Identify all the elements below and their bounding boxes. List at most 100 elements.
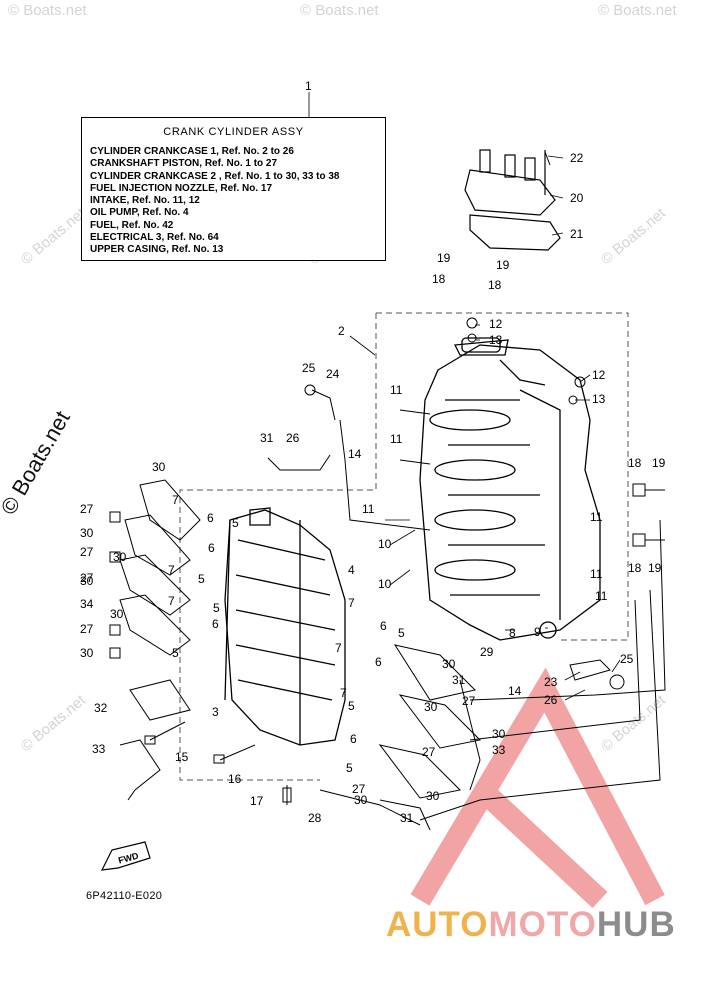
callout-5-f: 5 [348,699,355,713]
assembly-title: CRANK CYLINDER ASSY [163,126,304,138]
callout-5-b: 5 [198,572,205,586]
legend-line: OIL PUMP, Ref. No. 4 [90,207,189,219]
legend-line: CYLINDER CRANKCASE 1, Ref. No. 2 to 26 [90,146,294,157]
callout-33-b: 33 [492,743,506,757]
callout-5-d: 5 [172,646,179,660]
callout-6-e: 6 [375,655,382,669]
callout-9: 9 [534,625,541,639]
callout-31: 31 [260,431,274,445]
callout-30-b: 30 [80,526,94,540]
callout-11-d: 11 [590,567,603,581]
callout-19: 19 [437,251,451,265]
watermark-top-right: © Boats.net [598,2,677,19]
forward-direction-icon: FWD [100,841,151,871]
callout-32: 32 [94,701,108,715]
callout-29: 29 [480,645,494,659]
legend-line: FUEL, Ref. No. 42 [90,219,174,231]
callout-11-e: 11 [390,432,403,446]
callout-7-e: 7 [335,641,342,655]
callout-21: 21 [570,227,584,241]
callout-3: 3 [212,705,219,719]
callout-27-f: 27 [422,745,436,759]
callout-30-c: 30 [113,550,127,564]
legend-line: UPPER CASING, Ref. No. 13 [90,244,224,256]
callout-30-d: 30 [80,574,94,588]
callout-27-g: 27 [352,782,366,796]
brand-wordmark: AUTOMOTOHUB [386,905,676,945]
callout-10-b: 10 [378,577,392,591]
callout-4: 4 [348,563,355,577]
brand-logo-icon [410,667,665,909]
callout-7: 7 [172,493,179,507]
callout-2: 2 [338,324,345,338]
callout-30-f: 30 [80,646,94,660]
callout-30-g: 30 [442,657,456,671]
callout-31-c: 31 [400,811,414,825]
callout-34: 34 [80,597,94,611]
callout-23: 23 [544,675,558,689]
brand-part-auto: AUTO [386,905,489,944]
callout-1: 1 [305,79,312,93]
callout-11-c: 11 [590,510,603,524]
legend-line: ELECTRICAL 3, Ref. No. 64 [90,232,219,244]
callout-26-b: 26 [544,693,558,707]
callout-13: 13 [489,333,503,347]
legend-line: CRANKSHAFT PISTON, Ref. No. 1 to 27 [90,158,278,170]
callout-28: 28 [308,811,322,825]
callout-14: 14 [348,447,362,461]
callout-7-f: 7 [340,686,347,700]
callout-26: 26 [286,431,300,445]
callout-20: 20 [570,191,584,205]
callout-18-b: 18 [488,278,502,292]
callout-17: 17 [250,794,264,808]
callout-30-i: 30 [492,727,506,741]
callout-8: 8 [509,626,516,640]
callout-30-k: 30 [354,793,368,807]
callout-12-b: 12 [592,368,606,382]
callout-7-c: 7 [168,594,175,608]
callout-10: 10 [378,537,392,551]
callout-5-c: 5 [213,601,220,615]
assembly-legend: CRANK CYLINDER ASSY CYLINDER CRANKCASE 1… [81,117,386,261]
callout-15: 15 [175,750,189,764]
callout-19-d: 19 [648,561,662,575]
callout-6-f: 6 [350,732,357,746]
brand-part-hub: HUB [596,905,676,944]
legend-line: CYLINDER CRANKCASE 2 , Ref. No. 1 to 30,… [90,170,340,182]
callout-30: 30 [152,460,166,474]
callout-18: 18 [432,272,446,286]
callout-24: 24 [326,367,340,381]
callout-7-d: 7 [348,596,355,610]
callout-22: 22 [570,151,584,165]
callout-27-c: 27 [80,571,94,585]
callout-5-e: 5 [398,626,405,640]
callout-27-d: 27 [80,622,94,636]
callout-31-b: 31 [452,673,466,687]
callout-6-b: 6 [208,541,215,555]
brand-part-moto: MOTO [488,905,597,944]
legend-line: FUEL INJECTION NOZZLE, Ref. No. 17 [90,182,273,194]
callout-5-g: 5 [346,761,353,775]
callout-33: 33 [92,742,106,756]
callout-11-b: 11 [595,589,608,603]
cylinder-crankcase-1 [224,507,346,746]
callout-30-h: 30 [424,700,438,714]
cylinder-crankcase-2 [419,337,601,641]
drawing-code: 6P42110-E020 [86,890,163,902]
callout-6-d: 6 [380,619,387,633]
callout-30-e: 30 [110,607,124,621]
callout-27-b: 27 [80,545,94,559]
callout-13-b: 13 [592,392,606,406]
watermark-top-left: © Boats.net [8,2,87,19]
callout-27: 27 [80,502,94,516]
callout-14-b: 14 [508,684,522,698]
callout-16: 16 [228,772,242,786]
callout-18-c: 18 [628,456,642,470]
callout-11: 11 [390,383,403,397]
callout-19-c: 19 [652,456,666,470]
oil-pump-cover [464,149,561,251]
callout-6: 6 [207,511,214,525]
callout-18-d: 18 [628,561,642,575]
callout-30-j: 30 [426,789,440,803]
